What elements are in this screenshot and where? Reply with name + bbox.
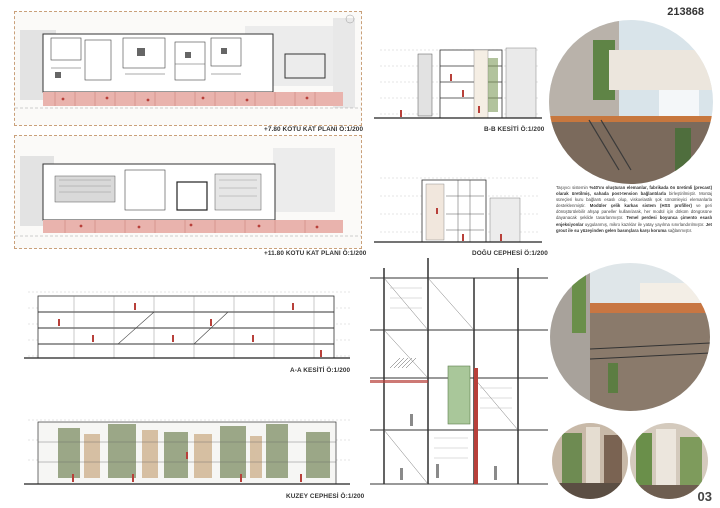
caption-elev-kuzey: KUZEY CEPHESİ Ö:1/200 — [286, 493, 365, 500]
render-top-circle — [549, 20, 713, 184]
caption-section-aa: A-A KESİTİ Ö:1/200 — [290, 367, 351, 374]
board-id: 213868 — [667, 6, 704, 18]
render-middle-circle — [550, 263, 710, 411]
desc-part-3: ve geri dönüştürülebilir ahşap paneller … — [556, 203, 712, 221]
desc-bold-2: Modüler çelik karkas sistem (HSS profill… — [589, 203, 692, 209]
caption-plan-780: +7.80 KOTU KAT PLANI Ö:1/200 — [264, 126, 364, 133]
elev-dogu-drawing — [370, 168, 545, 246]
plan-780-drawing — [15, 12, 361, 125]
section-aa-drawing — [14, 286, 360, 362]
plan-1180-drawing — [15, 136, 361, 248]
page-number: 03 — [697, 489, 712, 504]
caption-section-bb: B-B KESİTİ Ö:1/200 — [484, 126, 545, 133]
render-bottom-right-circle — [630, 423, 708, 499]
desc-bold-1: %40'ını oluşturan elemanlar, fabrikada ö… — [556, 185, 712, 197]
elev-kuzey-drawing — [14, 412, 360, 488]
desc-part-5: sağlanmıştır. — [666, 227, 693, 233]
desc-bold-4: Jet grout ile su yüzeyinden gelen basınç… — [556, 221, 712, 233]
desc-part-1: Taşıyıcı sistemin — [556, 185, 590, 190]
caption-elev-dogu: DOĞU CEPHESİ Ö:1/200 — [472, 250, 548, 257]
section-bb-drawing — [370, 40, 545, 122]
desc-part-4: uygulanmış, mikro kazıklar ile yatay yay… — [583, 221, 706, 227]
desc-part-2: birleştirilmiştir. Montaj süreçleri kuru… — [556, 191, 712, 209]
perspective-section-drawing — [370, 258, 548, 494]
plan-780-frame — [14, 11, 362, 126]
caption-plan-1180: +11.80 KOTU KAT PLANI Ö:1/200 — [264, 250, 367, 257]
desc-bold-3: Temel perdesi boyunca çimento esaslı enj… — [556, 215, 712, 227]
render-bottom-left-circle — [552, 423, 628, 499]
plan-1180-frame — [14, 135, 362, 249]
description-text: Taşıyıcı sistemin %40'ını oluşturan elem… — [556, 185, 712, 234]
